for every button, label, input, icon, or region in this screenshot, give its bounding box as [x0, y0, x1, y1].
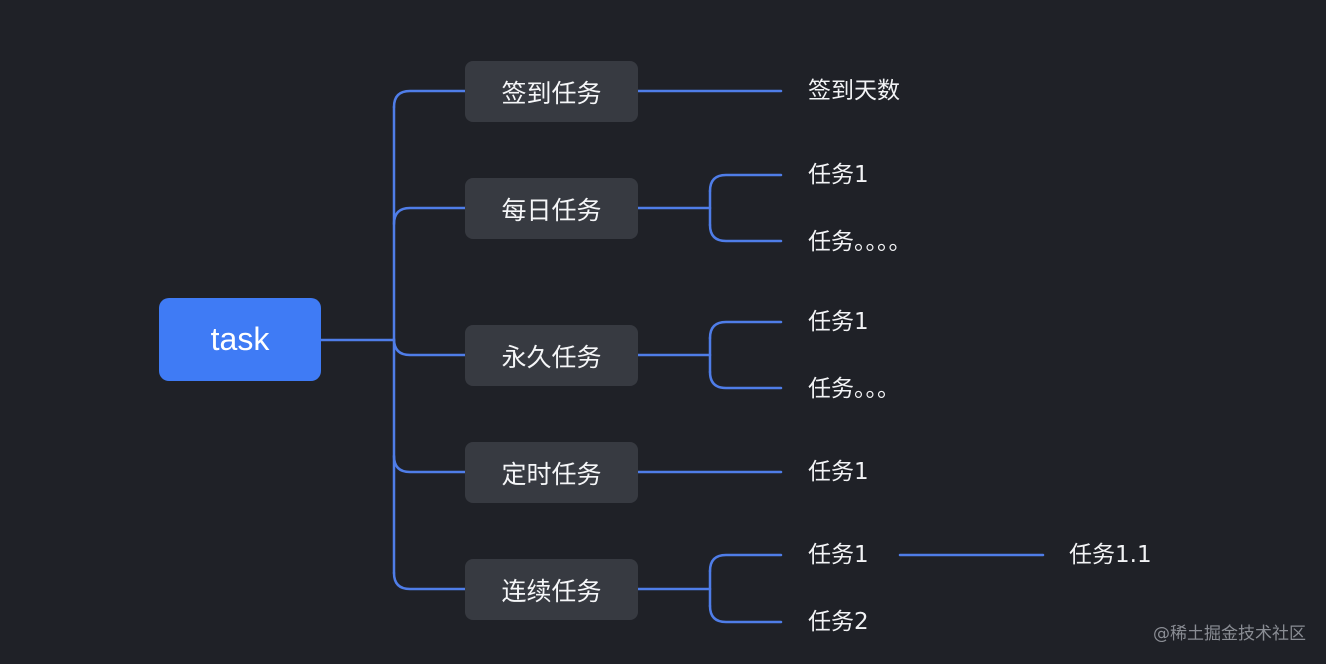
branch-node-sign-in[interactable]: 签到任务: [465, 61, 638, 122]
connector-branch-0: [392, 89, 467, 109]
leaf-node-timed-task-1[interactable]: 任务1: [808, 459, 869, 485]
watermark: @稀土掘金技术社区: [1153, 624, 1306, 644]
leaf-node-permanent-task-1[interactable]: 任务1: [808, 309, 869, 335]
root-node[interactable]: task: [159, 298, 321, 381]
leaf-node-consecutive-task-1-1[interactable]: 任务1.1: [1069, 542, 1152, 568]
leaf-node-sign-in-days[interactable]: 签到天数: [808, 78, 900, 104]
connector-branch-1: [392, 206, 467, 226]
leaf-node-daily-task-1[interactable]: 任务1: [808, 162, 869, 188]
connector-branch-4: [392, 571, 467, 591]
branch-node-timed[interactable]: 定时任务: [465, 442, 638, 503]
connector-daily-top: [708, 173, 783, 193]
branch-node-daily[interactable]: 每日任务: [465, 178, 638, 239]
connector-consecutive-bottom: [708, 604, 783, 624]
connector-branch-3: [392, 454, 467, 474]
connector-permanent-bottom: [708, 370, 783, 390]
connector-consecutive-top: [708, 553, 783, 573]
branch-node-permanent[interactable]: 永久任务: [465, 325, 638, 386]
connector-daily-bottom: [708, 223, 783, 243]
branch-node-consecutive[interactable]: 连续任务: [465, 559, 638, 620]
connector-permanent-top: [708, 320, 783, 340]
leaf-node-permanent-task-more[interactable]: 任务。。。: [808, 376, 900, 402]
connector-branch-2: [392, 337, 467, 357]
leaf-node-consecutive-task-2[interactable]: 任务2: [808, 609, 869, 635]
leaf-node-daily-task-more[interactable]: 任务。。。。: [808, 229, 912, 255]
leaf-node-consecutive-task-1[interactable]: 任务1: [808, 542, 869, 568]
